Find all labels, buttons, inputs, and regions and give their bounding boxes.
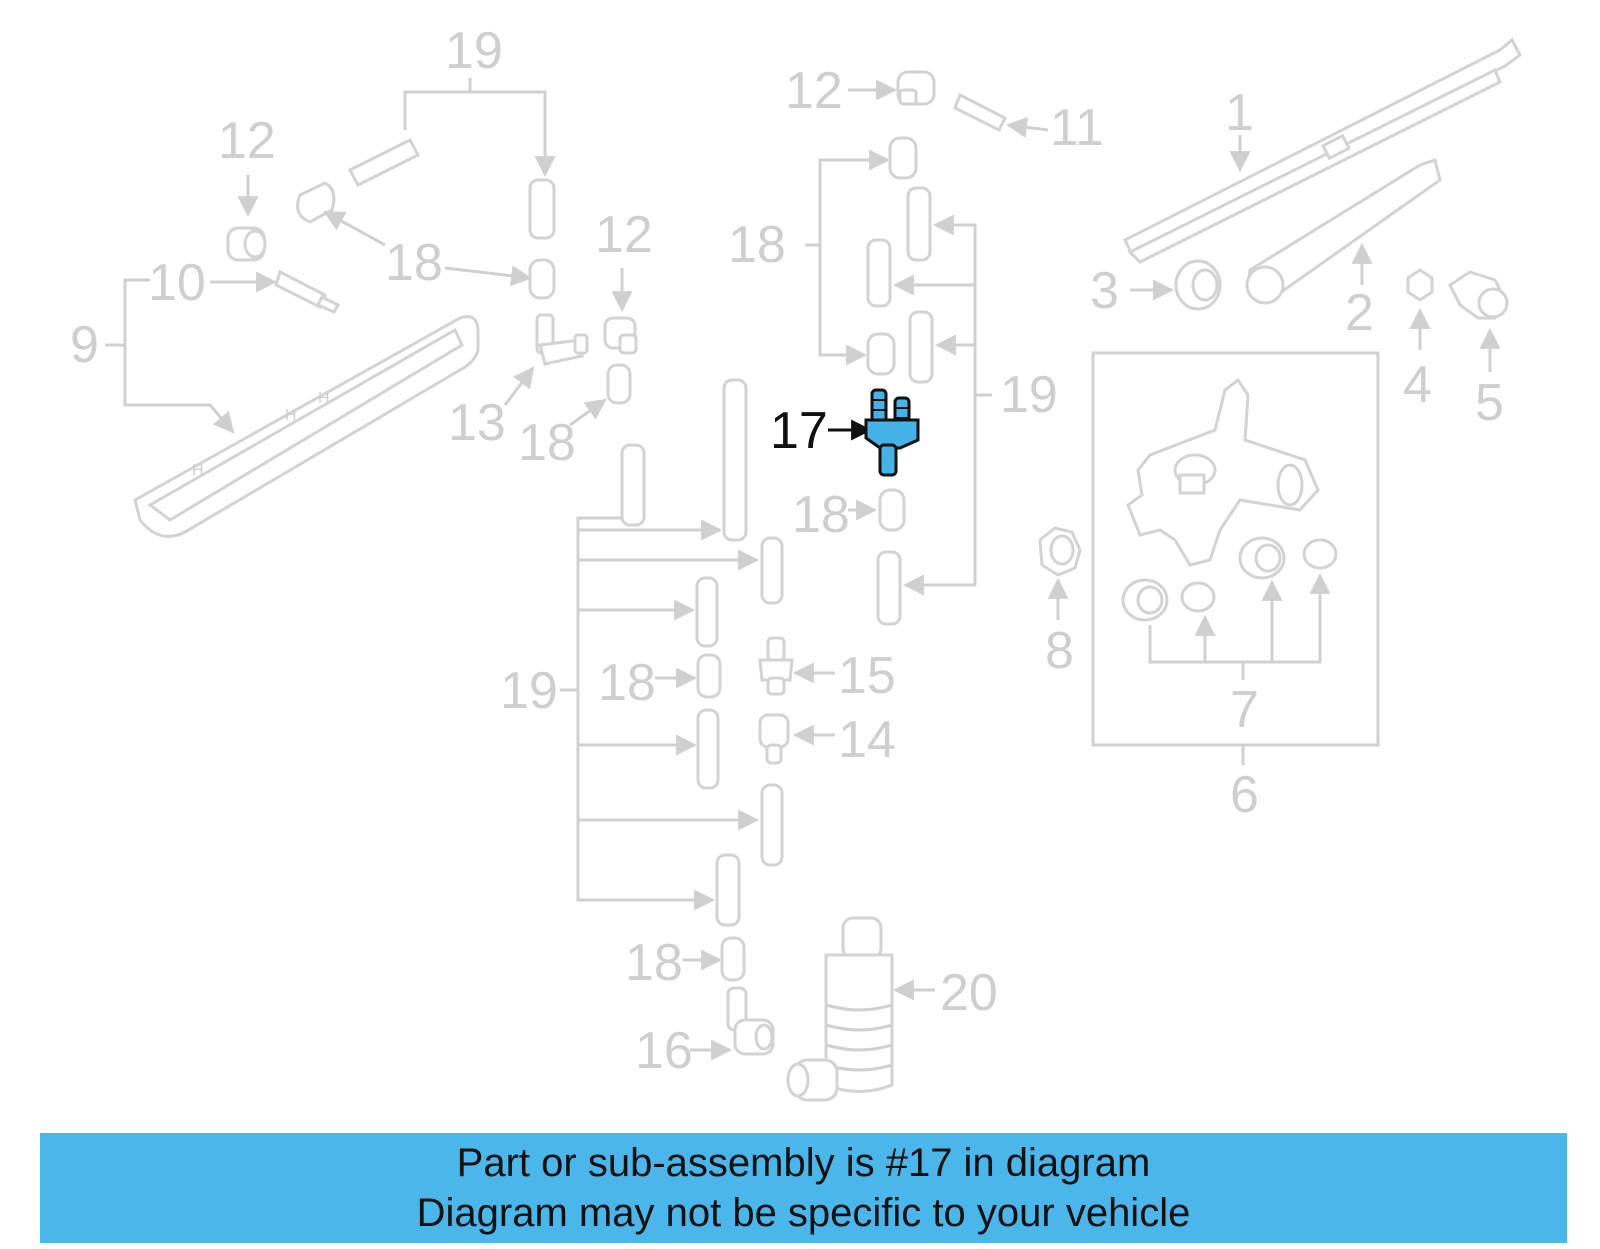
part-12-top-elbow — [896, 70, 936, 106]
part-18-sleeve-top-left — [296, 181, 336, 224]
label-17: 17 — [770, 402, 828, 460]
label-18-e: 18 — [792, 486, 850, 544]
part-19-hose-top-left — [347, 138, 556, 240]
part-16-elbow — [726, 986, 775, 1056]
label-9: 9 — [70, 316, 99, 374]
part-20-washer-pump — [786, 916, 894, 1102]
part-18-sleeve-h — [720, 936, 746, 982]
label-18-c: 18 — [518, 414, 576, 472]
label-18-a: 18 — [385, 234, 443, 292]
label-10: 10 — [148, 254, 206, 312]
part-12-left-elbow — [226, 226, 267, 262]
part-1-wiper-blade — [1123, 37, 1522, 264]
label-8: 8 — [1045, 622, 1074, 680]
svg-text:H: H — [192, 462, 204, 479]
label-18-f: 18 — [598, 654, 656, 712]
part-5-cap — [1448, 270, 1509, 320]
label-12-top: 12 — [785, 62, 843, 120]
part-7-grommets — [1121, 536, 1338, 622]
part-2-wiper-arm — [1245, 158, 1442, 305]
part-18-sleeve-e — [866, 332, 896, 376]
label-4: 4 — [1403, 356, 1432, 414]
label-11: 11 — [1050, 99, 1104, 157]
part-18-sleeve-b — [528, 258, 556, 300]
part-10-nozzle — [274, 269, 341, 314]
svg-text:H: H — [318, 390, 330, 407]
part-14-valve — [758, 713, 790, 765]
label-15: 15 — [838, 647, 896, 705]
part-13-tee — [535, 313, 589, 366]
label-20: 20 — [940, 964, 998, 1022]
part-8-nut — [1038, 526, 1082, 577]
label-18-d: 18 — [728, 216, 786, 274]
part-18-sleeve-f — [878, 488, 906, 532]
label-19-left: 19 — [500, 662, 558, 720]
label-16: 16 — [635, 1022, 693, 1080]
part-19-hoses-lower — [620, 378, 784, 927]
label-12-left: 12 — [218, 112, 276, 170]
banner-part-note: Part or sub-assembly is #17 in diagram — [456, 1141, 1151, 1185]
part-12-mid-elbow — [603, 316, 638, 355]
part-15-check-valve — [758, 636, 794, 696]
label-5: 5 — [1475, 374, 1504, 432]
label-3: 3 — [1090, 262, 1119, 320]
label-19-top: 19 — [445, 22, 503, 80]
part-6-motor-box — [1091, 351, 1380, 747]
label-1: 1 — [1225, 84, 1254, 142]
label-18-g: 18 — [625, 934, 683, 992]
label-19-right: 19 — [1000, 366, 1058, 424]
label-14: 14 — [838, 711, 896, 769]
part-6-wiper-motor — [1126, 377, 1320, 567]
part-18-sleeve-c — [606, 363, 632, 405]
part-11-nozzle — [953, 92, 1008, 133]
part-4-nut — [1406, 268, 1434, 302]
part-19-hoses-center — [866, 186, 934, 626]
part-17-connector-highlighted[interactable] — [864, 388, 920, 477]
label-13: 13 — [448, 394, 506, 452]
part-3-bushing — [1174, 259, 1222, 311]
label-2: 2 — [1345, 284, 1374, 342]
part-9-washer-rail: H H H — [133, 315, 480, 538]
svg-text:H: H — [285, 407, 297, 424]
part-18-sleeve-g — [696, 653, 722, 699]
banner-disclaimer: Diagram may not be specific to your vehi… — [416, 1191, 1191, 1235]
info-banner: Part or sub-assembly is #17 in diagram D… — [40, 1133, 1567, 1243]
label-7: 7 — [1230, 681, 1259, 739]
label-12-mid: 12 — [595, 206, 653, 264]
part-18-sleeve-d — [888, 136, 918, 180]
label-6: 6 — [1230, 766, 1259, 824]
